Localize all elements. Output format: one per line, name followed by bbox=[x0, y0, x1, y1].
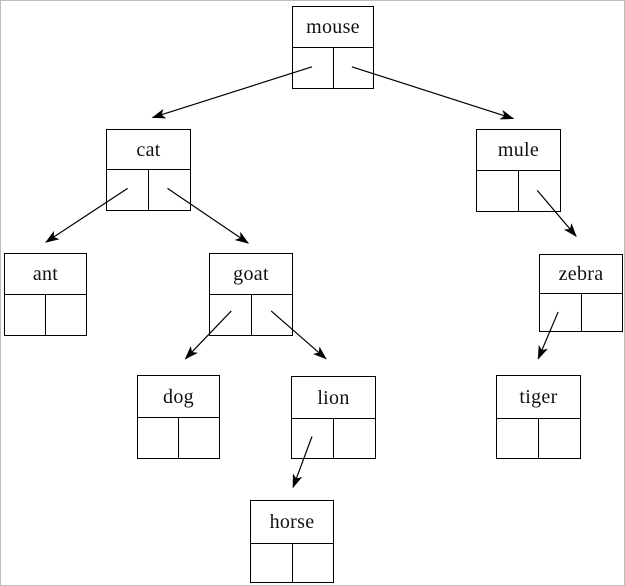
right-pointer-cell bbox=[46, 295, 86, 335]
tree-node-zebra: zebra bbox=[539, 254, 623, 332]
pointer-cells bbox=[540, 294, 622, 331]
node-label: tiger bbox=[497, 376, 580, 419]
pointer-cells bbox=[293, 48, 373, 88]
right-pointer-cell bbox=[334, 48, 374, 88]
node-label: goat bbox=[210, 254, 292, 295]
pointer-cells bbox=[5, 295, 86, 335]
right-pointer-cell bbox=[149, 170, 190, 210]
left-pointer-cell bbox=[293, 48, 334, 88]
left-pointer-cell bbox=[107, 170, 149, 210]
right-pointer-cell bbox=[539, 419, 580, 458]
left-pointer-cell bbox=[251, 544, 293, 582]
node-label: cat bbox=[107, 130, 190, 170]
tree-node-lion: lion bbox=[291, 376, 376, 459]
tree-node-cat: cat bbox=[106, 129, 191, 211]
tree-node-mouse: mouse bbox=[292, 6, 374, 89]
left-pointer-cell bbox=[540, 294, 582, 331]
right-pointer-cell bbox=[334, 419, 375, 458]
tree-node-dog: dog bbox=[137, 375, 220, 459]
node-label: mule bbox=[477, 130, 560, 171]
node-label: zebra bbox=[540, 255, 622, 294]
right-pointer-cell bbox=[252, 295, 293, 335]
pointer-cells bbox=[251, 544, 333, 582]
tree-node-goat: goat bbox=[209, 253, 293, 336]
right-pointer-cell bbox=[179, 418, 219, 458]
pointer-cells bbox=[477, 171, 560, 211]
left-pointer-cell bbox=[497, 419, 539, 458]
left-pointer-cell bbox=[292, 419, 334, 458]
right-pointer-cell bbox=[582, 294, 623, 331]
right-pointer-cell bbox=[519, 171, 560, 211]
tree-node-ant: ant bbox=[4, 253, 87, 336]
node-label: ant bbox=[5, 254, 86, 295]
pointer-cells bbox=[292, 419, 375, 458]
pointer-cells bbox=[497, 419, 580, 458]
left-pointer-cell bbox=[210, 295, 252, 335]
node-label: mouse bbox=[293, 7, 373, 48]
right-pointer-cell bbox=[293, 544, 334, 582]
tree-node-horse: horse bbox=[250, 500, 334, 583]
pointer-cells bbox=[210, 295, 292, 335]
left-pointer-cell bbox=[5, 295, 46, 335]
node-label: dog bbox=[138, 376, 219, 418]
node-label: horse bbox=[251, 501, 333, 544]
left-pointer-cell bbox=[477, 171, 519, 211]
pointer-cells bbox=[107, 170, 190, 210]
left-pointer-cell bbox=[138, 418, 179, 458]
node-label: lion bbox=[292, 377, 375, 419]
pointer-cells bbox=[138, 418, 219, 458]
tree-node-mule: mule bbox=[476, 129, 561, 212]
tree-node-tiger: tiger bbox=[496, 375, 581, 459]
